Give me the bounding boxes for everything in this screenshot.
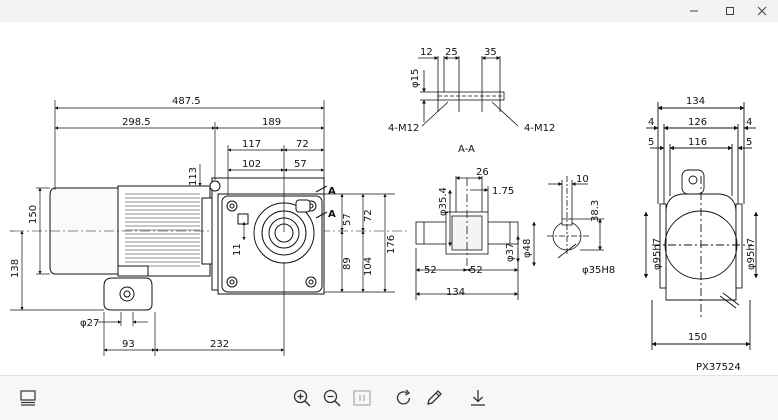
- dim-104: 104: [363, 257, 374, 276]
- dim-52-left: 52: [424, 265, 437, 276]
- dim-134-section: 134: [446, 287, 465, 298]
- dim-26: 26: [476, 167, 489, 178]
- close-button[interactable]: [744, 0, 778, 22]
- minimize-button[interactable]: [676, 0, 712, 22]
- download-button[interactable]: [466, 386, 490, 410]
- dim-phi48: φ48: [522, 239, 533, 258]
- dim-phi35h8: φ35H8: [582, 265, 615, 276]
- label-m12-right: 4-M12: [524, 123, 555, 134]
- dim-4-left: 4: [648, 117, 654, 128]
- minimize-icon: [690, 10, 698, 12]
- dim-11: 11: [232, 243, 243, 256]
- dim-phi15: φ15: [410, 69, 421, 88]
- dim-35: 35: [484, 47, 497, 58]
- maximize-button[interactable]: [712, 0, 748, 22]
- zoom-in-button[interactable]: [290, 386, 314, 410]
- rotate-button[interactable]: [392, 386, 416, 410]
- download-icon: [471, 390, 485, 406]
- section-title: A-A: [458, 144, 475, 155]
- dim-motor-length: 298.5: [122, 117, 151, 128]
- dim-138: 138: [10, 259, 21, 278]
- dim-93: 93: [122, 339, 135, 350]
- viewer-toolbar: [0, 375, 778, 420]
- dim-10: 10: [576, 174, 589, 185]
- document-canvas: A A: [0, 22, 778, 375]
- pen-icon: [427, 390, 442, 405]
- dim-motor-height: 150: [28, 205, 39, 224]
- annotate-button[interactable]: [422, 386, 446, 410]
- section-arrow-top: A: [328, 186, 336, 197]
- section-aa-view: [415, 176, 536, 300]
- dim-232: 232: [210, 339, 229, 350]
- dim-gear-length: 189: [262, 117, 281, 128]
- motor-cooling-fins: [125, 193, 200, 267]
- thumbnails-button[interactable]: [16, 386, 40, 410]
- dim-176: 176: [386, 235, 397, 254]
- thumbnails-icon: [20, 390, 36, 406]
- dim-89: 89: [342, 257, 353, 270]
- dim-134-end: 134: [686, 96, 705, 107]
- dim-72-side: 72: [363, 209, 374, 222]
- eye-bolt: [209, 180, 221, 192]
- dim-117: 117: [242, 139, 261, 150]
- dim-phi35-4: φ35.4: [438, 187, 449, 216]
- zoom-out-button[interactable]: [320, 386, 344, 410]
- dim-12: 12: [420, 47, 433, 58]
- zoom-in-icon: [293, 389, 311, 407]
- dim-57-top: 57: [294, 159, 307, 170]
- flange-bolt-detail: [418, 56, 519, 127]
- dim-52-right: 52: [470, 265, 483, 276]
- actual-size-button[interactable]: [350, 386, 374, 410]
- dim-72-top: 72: [296, 139, 309, 150]
- dim-38-3: 38.3: [590, 200, 601, 222]
- bore-keyway-detail: [547, 176, 604, 259]
- dim-4-right: 4: [746, 117, 752, 128]
- dim-116: 116: [688, 137, 707, 148]
- actual-size-icon: [353, 390, 371, 406]
- dim-phi95-right: φ95h7: [746, 238, 757, 270]
- dim-150-end: 150: [688, 332, 707, 343]
- maximize-icon: [726, 7, 734, 15]
- close-icon: [757, 6, 767, 16]
- terminal-box: [103, 277, 153, 311]
- section-arrows: [315, 185, 328, 219]
- dim-1-75: 1.75: [492, 186, 514, 197]
- main-dimension-lines: [10, 100, 395, 356]
- label-m12-left: 4-M12: [388, 123, 419, 134]
- dim-phi27: φ27: [80, 318, 99, 329]
- end-view: [643, 102, 759, 350]
- dim-phi37: φ37: [505, 243, 516, 262]
- dim-5-left: 5: [648, 137, 654, 148]
- dim-25: 25: [445, 47, 458, 58]
- window-titlebar: [0, 0, 778, 23]
- section-arrow-bottom: A: [328, 209, 336, 220]
- part-code-label: PX37524: [696, 362, 741, 373]
- dim-phi95-left: φ95h7: [652, 238, 663, 270]
- dim-overall-length: 487.5: [172, 96, 201, 107]
- zoom-out-icon: [323, 389, 341, 407]
- dim-57-side: 57: [342, 213, 353, 226]
- dim-126: 126: [688, 117, 707, 128]
- gearbox-body: [211, 177, 325, 295]
- dim-102: 102: [242, 159, 261, 170]
- rotate-icon: [396, 389, 411, 405]
- technical-drawing: A A: [10, 47, 759, 373]
- dim-5-right: 5: [746, 137, 752, 148]
- dim-113: 113: [188, 167, 199, 186]
